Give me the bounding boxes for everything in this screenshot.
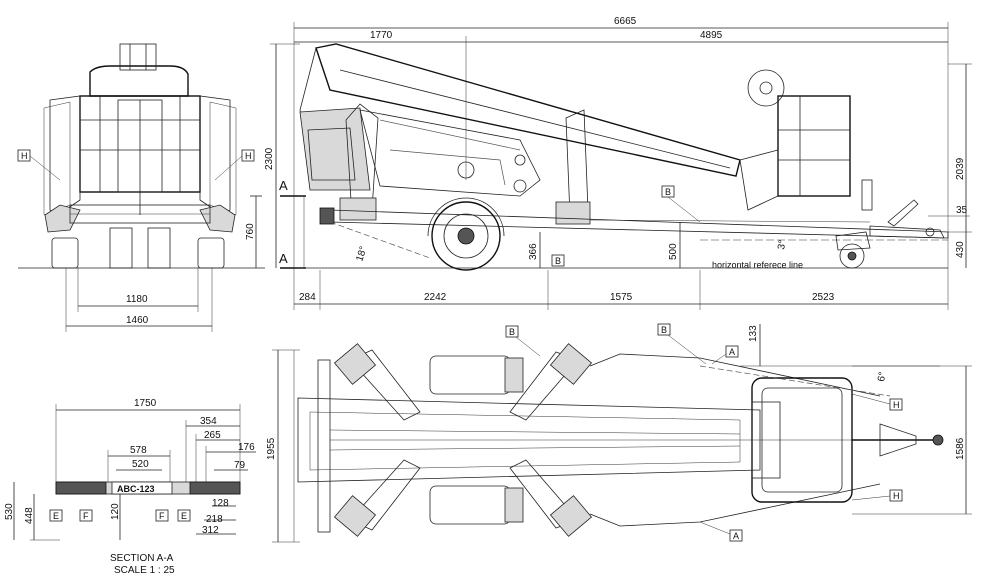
dim-578: 578: [130, 445, 147, 456]
dim-1750: 1750: [134, 398, 157, 409]
dim-2523: 2523: [812, 292, 835, 303]
section-title: SECTION A-A: [110, 553, 174, 564]
section-mark-a-top: A: [279, 178, 288, 193]
tag-b-top-1: B: [509, 327, 515, 337]
section-scale: SCALE 1 : 25: [114, 565, 175, 576]
dim-1586: 1586: [955, 437, 966, 460]
tag-e-right: E: [181, 511, 187, 521]
front-view: H H 760 1180 1460: [17, 43, 265, 332]
dim-6665: 6665: [614, 16, 637, 27]
dim-366: 366: [528, 243, 539, 260]
dim-284: 284: [299, 292, 316, 303]
tag-f-right: F: [159, 511, 165, 521]
tag-h-front-right: H: [245, 151, 252, 161]
plate-text: ABC-123: [117, 484, 155, 494]
dim-2242: 2242: [424, 292, 447, 303]
tag-f-left: F: [83, 511, 89, 521]
dim-430: 430: [955, 241, 966, 258]
dim-1460: 1460: [126, 315, 149, 326]
dim-218: 218: [206, 514, 223, 525]
dim-520: 520: [132, 459, 149, 470]
dim-1955: 1955: [266, 437, 277, 460]
dim-500: 500: [668, 243, 679, 260]
angle-18: 18°: [354, 245, 369, 263]
tag-b-side-1: B: [665, 187, 671, 197]
angle-3: 3°: [776, 239, 788, 250]
dim-760: 760: [245, 223, 256, 240]
tag-a-top-2: A: [733, 531, 739, 541]
tag-b-top-2: B: [661, 325, 667, 335]
top-view: 1955 6° 133: [266, 323, 972, 543]
horizontal-reference-label: horizontal referece line: [712, 260, 803, 270]
dim-530: 530: [4, 503, 15, 520]
dim-265: 265: [204, 430, 221, 441]
dim-1770: 1770: [370, 30, 393, 41]
dim-354: 354: [200, 416, 217, 427]
dim-128: 128: [212, 498, 229, 509]
dim-2039: 2039: [955, 157, 966, 180]
dim-4895: 4895: [700, 30, 723, 41]
dim-2300: 2300: [264, 147, 275, 170]
dim-1180: 1180: [126, 294, 148, 305]
tag-h-front-left: H: [21, 151, 28, 161]
section-mark-a-bottom: A: [279, 251, 288, 266]
dim-79: 79: [234, 460, 246, 471]
tag-a-top-1: A: [729, 347, 735, 357]
dim-120: 120: [110, 503, 121, 520]
tag-b-side-2: B: [555, 256, 561, 266]
tag-h-top-1: H: [893, 400, 900, 410]
tag-e-left: E: [53, 511, 59, 521]
section-a-a: 1750 354 265 176 578 520 79 ABC-123 530 …: [4, 398, 256, 576]
angle-6: 6°: [876, 371, 888, 382]
dim-448: 448: [24, 507, 35, 524]
dim-1575: 1575: [610, 292, 633, 303]
dim-176: 176: [238, 442, 255, 453]
tag-h-top-2: H: [893, 491, 900, 501]
dim-133: 133: [748, 325, 759, 342]
side-view: 6665 1770 4895 2300 A A horizontal refer…: [264, 16, 972, 310]
dim-35: 35: [956, 205, 968, 216]
dim-312: 312: [202, 525, 219, 536]
